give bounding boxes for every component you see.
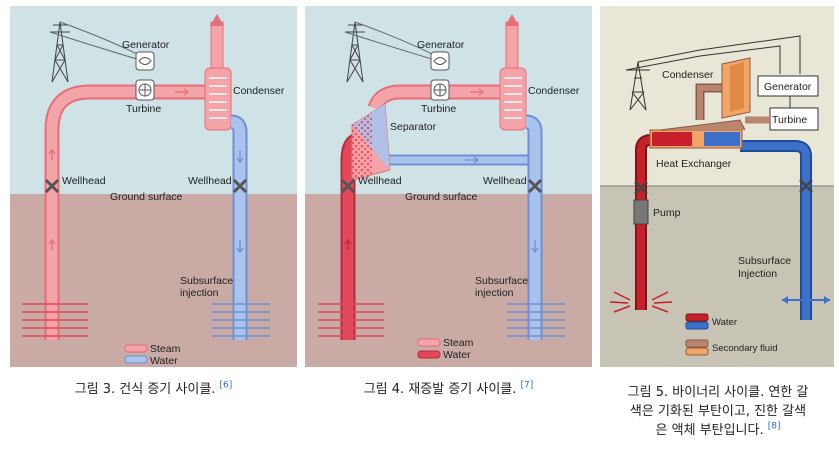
generator-label: Generator [417,39,465,51]
water-flow-arrows [465,156,539,254]
panel-dry-steam: Generator Turbine Condenser Wellhead Wel… [10,6,297,367]
turbine-label: Turbine [126,103,161,115]
ground-surface-label: Ground surface [405,191,478,203]
wellhead-icon [799,179,813,193]
generator-label: Generator [122,39,170,51]
wellhead-left-label: Wellhead [62,175,106,187]
wellhead-right-label: Wellhead [188,175,232,187]
caption-line: 색은 기화된 부탄이고, 진한 갈색 [629,404,807,419]
pump-icon [633,199,649,225]
exhaust-stack [210,21,224,73]
ground-surface-label: Ground surface [110,191,183,203]
reference-link[interactable]: [6] [219,380,233,391]
injection-label: Injection [738,268,777,280]
steam-pipe [369,86,505,110]
condenser-label: Condenser [528,85,580,97]
legend-water-label: Water [443,349,471,361]
generator-label: Generator [764,81,812,93]
wellhead-right-label: Wellhead [483,175,527,187]
wellhead-left-label: Wellhead [358,175,402,187]
legend-water-swatch [417,350,441,359]
condenser-unit [499,67,527,131]
injection-zone [507,303,565,337]
wellhead-left-icon [340,178,356,194]
exhaust-arrow-icon [210,14,224,26]
caption-figure-3: 그림 3. 건식 증기 사이클. [6] [10,380,297,399]
wellhead-left-icon [44,178,60,194]
cold-water-pipe [740,142,810,320]
injection-zone [212,303,270,337]
condenser-unit [204,67,232,131]
caption-text: 그림 3. 건식 증기 사이클. [74,382,220,397]
legend-water-cold-swatch [685,321,709,330]
reference-link[interactable]: [7] [520,380,534,391]
exhaust-stack [505,21,519,73]
condenser-label: Condenser [662,69,714,81]
water-pipe [230,116,246,340]
legend-steam-swatch [417,338,441,347]
legend-water-swatch [124,355,148,364]
caption-figure-5: 그림 5. 바이너리 사이클. 연한 갈 색은 기화된 부탄이고, 진한 갈색 … [600,383,836,440]
turbine-icon [135,79,155,101]
wellhead-right-icon [527,178,543,194]
legend-water-hot-swatch [685,313,709,322]
water-flow-arrows [236,150,244,254]
generator-icon [135,51,155,71]
legend-secondary-liquid-swatch [685,347,709,356]
legend-steam-label: Steam [443,337,474,349]
legend-secondary-vapor-swatch [685,339,709,348]
water-pipe [525,116,541,340]
steam-pipe [46,86,210,340]
generator-box [757,75,819,97]
power-tower-icon [625,35,801,111]
turbine-label: Turbine [421,103,456,115]
condenser-fins [504,77,522,119]
production-wellhead-icon [634,181,648,195]
heat-exchanger-unit [649,119,746,149]
separator-vessel [351,103,391,181]
flow-arrows [48,88,190,250]
condenser-core [730,62,744,112]
production-zone [609,291,673,313]
injection-label: injection [180,287,219,299]
secondary-fluid-pipe [697,85,722,120]
generator-icon [430,51,450,71]
condenser-label: Condenser [233,85,285,97]
legend-water-label: Water [712,317,737,328]
condenser-fins [209,77,227,119]
panel-flash-steam: Generator Turbine Condenser Separator We… [305,6,592,367]
panel-binary-cycle: Condenser Generator Turbine Heat Exchang… [600,6,834,367]
wellhead-right-icon [232,178,248,194]
pump-label: Pump [653,207,681,219]
separator-label: Separator [390,121,437,133]
legend-secondary-label: Secondary fluid [712,343,777,354]
legend-steam-label: Steam [150,343,181,355]
flow-arrows [344,88,485,250]
production-zone [318,303,384,337]
turbine-icon [430,79,450,101]
legend-steam-swatch [124,344,148,353]
legend-water-label: Water [150,355,178,367]
injection-label: injection [475,287,514,299]
subsurface-label: Subsurface [475,275,528,287]
reference-link[interactable]: [8] [767,421,781,432]
subsurface-label: Subsurface [738,255,791,267]
caption-line: 그림 5. 바이너리 사이클. 연한 갈 [627,385,809,400]
subsurface-label: Subsurface [180,275,233,287]
caption-line: 은 액체 부탄입니다. [655,423,768,438]
turbine-label: Turbine [772,114,807,126]
heat-exchanger-label: Heat Exchanger [656,158,732,170]
caption-figure-4: 그림 4. 재증발 증기 사이클. [7] [305,380,592,399]
exhaust-arrow-icon [505,14,519,26]
production-zone [22,303,88,337]
caption-text: 그림 4. 재증발 증기 사이클. [363,382,521,397]
